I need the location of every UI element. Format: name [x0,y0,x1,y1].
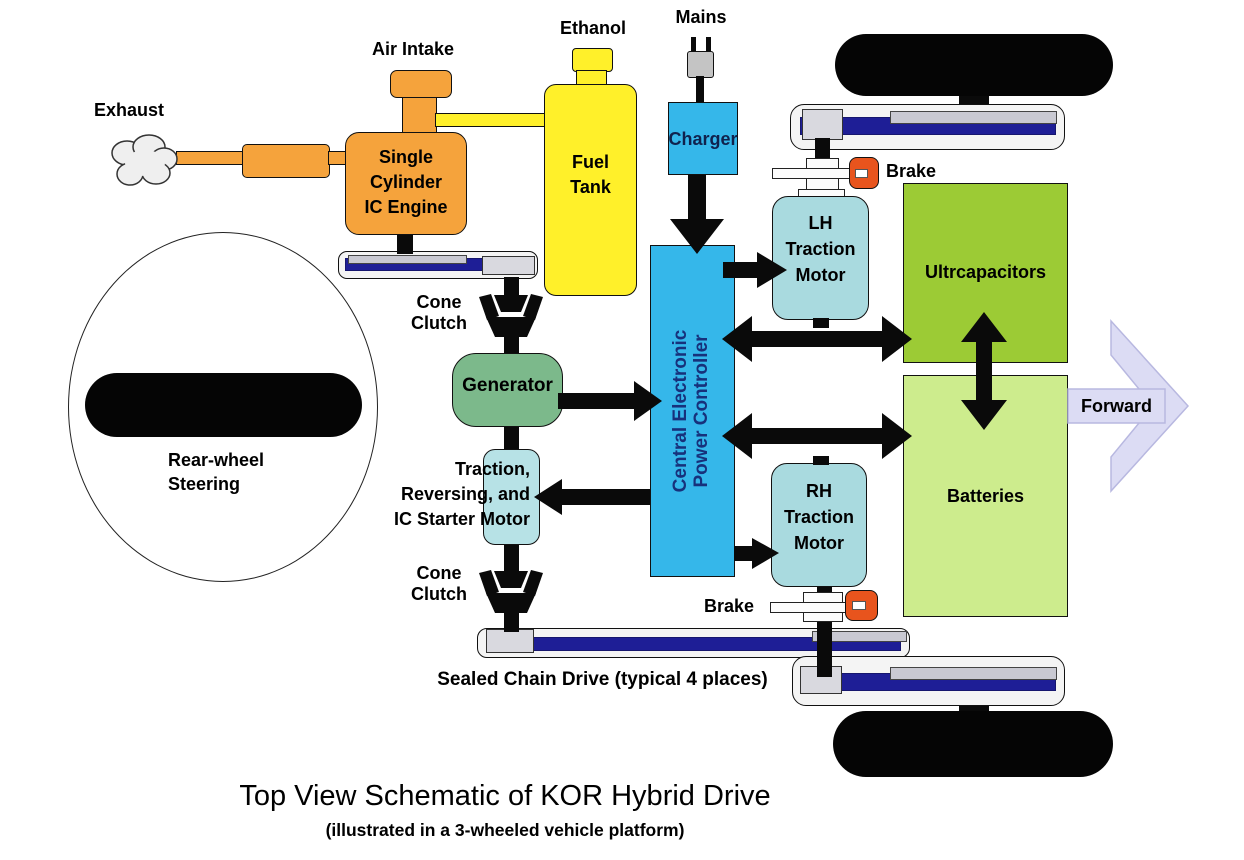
front-axle-bearing [802,109,843,140]
mains-plug [687,51,714,78]
mains-label: Mains [675,7,727,27]
clutch-input-shaft [504,277,519,299]
batteries-label: Batteries [946,486,1025,506]
plug-prong-right [706,37,711,53]
charger-box [668,102,738,175]
ultracapacitors-label: Ultrcapacitors [924,262,1047,282]
plug-prong-left [691,37,696,53]
generator-output-shaft [504,427,519,452]
cone-clutch-lower-label: Cone Clutch [411,563,467,604]
arrow-ultracap-batteries-vertical [961,312,1007,430]
engine-output-shaft [397,231,413,254]
exhaust-cloud-icon [111,134,178,186]
arrow-controller-to-lh-motor [723,252,787,288]
engine-axle-bearing [482,256,535,275]
front-left-wheel [835,34,1113,96]
arrow-generator-to-controller [558,381,662,421]
rh-motor-label: RH Traction Motor [783,481,854,553]
forward-label: Forward [1080,396,1152,416]
ethanol-label: Ethanol [560,18,626,38]
rear-brake-rod-end [852,601,866,610]
starter-motor-label: Traction, Reversing, and IC Starter Moto… [393,459,530,529]
charger-cord [696,76,704,104]
controller-label: Central Electronic Power Controller [670,329,712,493]
generator-label: Generator [462,375,553,396]
fuel-tank-label: Fuel Tank [570,152,611,197]
fuel-cap-top [572,48,613,72]
arrow-charger-to-controller [670,175,724,254]
rear-right-wheel [833,711,1113,777]
lh-motor-label: LH Traction Motor [785,213,856,285]
lh-motor-box [772,196,869,320]
rear-chain-sleeve [812,631,907,642]
cone-clutch-upper-icon [479,294,543,337]
engine-box [345,132,467,235]
rear-steering-wheel [85,373,362,437]
brake-rear-label: Brake [704,596,755,616]
rear-axle-sleeve [890,667,1057,680]
engine-axle-sleeve [348,255,467,264]
starter-output-shaft [504,543,519,574]
generator-input-shaft [504,334,519,356]
lh-motor-bottom-stub [813,318,829,328]
clutch-output-shaft [504,612,519,632]
muffler [242,144,330,178]
rear-wheel-steering-label: Rear-wheel Steering [168,450,265,494]
rh-motor-top-stub [813,456,829,465]
fuel-tank-box [544,84,637,296]
sealed-chain-drive-label: Sealed Chain Drive (typical 4 places) [437,669,768,690]
starter-motor-box [483,449,540,545]
diagram-title: Top View Schematic of KOR Hybrid Drive [239,780,771,812]
power-flow-arrows [534,175,1007,569]
cone-clutch-upper-label: Cone Clutch [411,292,467,333]
arrow-controller-ultracapacitors [722,316,912,362]
arrow-controller-batteries [722,413,912,459]
controller-box [650,245,735,577]
cone-clutch-lower-icon [479,570,543,613]
diagram-subtitle: (illustrated in a 3-wheeled vehicle plat… [325,820,685,840]
arrow-controller-to-rh-motor [734,538,779,569]
air-intake-label: Air Intake [372,39,455,59]
arrow-controller-to-starter [534,479,650,515]
charger-label: Charger [668,129,738,149]
front-brake-rod-end [855,169,868,178]
rear-chain-bearing [486,629,534,653]
batteries-box [903,375,1068,617]
front-axle-sleeve [890,111,1057,124]
forward-arrow-icon [1067,319,1190,493]
brake-front-label: Brake [886,161,937,181]
exhaust-label: Exhaust [94,100,165,120]
air-intake-box [390,70,452,98]
generator-box [452,353,563,427]
engine-label: Single Cylinder IC Engine [364,147,448,217]
steering-circle [68,232,378,582]
rh-motor-box [771,463,867,587]
